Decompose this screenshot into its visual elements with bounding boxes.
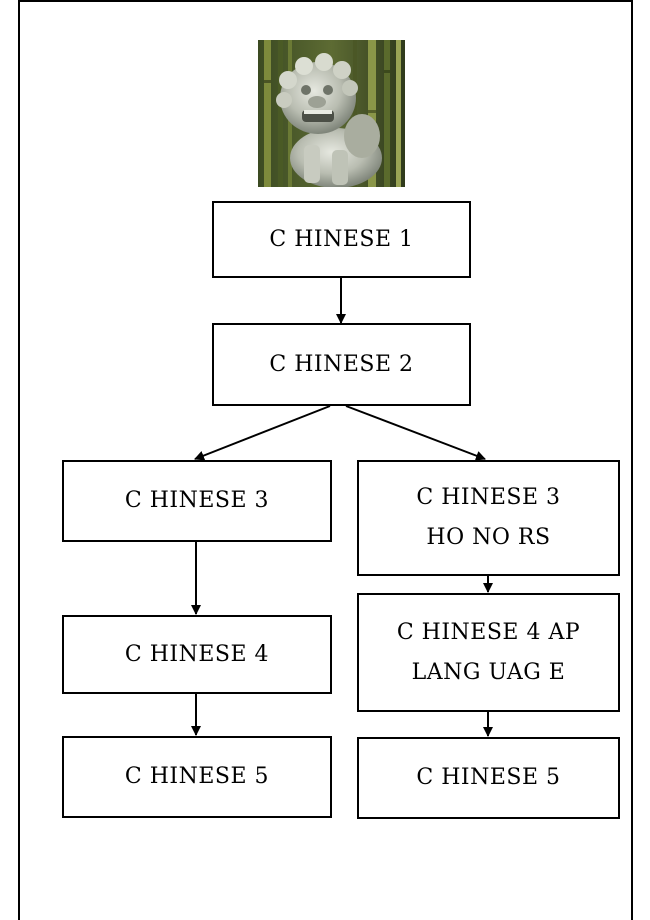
node-label-line2: LANG UAG E xyxy=(411,659,566,685)
node-chinese-5-right: C HINESE 5 xyxy=(357,737,620,819)
node-chinese-3-honors: C HINESE 3 HO NO RS xyxy=(357,460,620,576)
node-chinese-1: C HINESE 1 xyxy=(212,201,471,278)
node-chinese-4: C HINESE 4 xyxy=(62,615,332,694)
node-chinese-2: C HINESE 2 xyxy=(212,323,471,406)
node-label: C HINESE 5 xyxy=(124,764,270,789)
node-label-line1: C HINESE 4 AP xyxy=(396,619,581,645)
node-label-line2: HO NO RS xyxy=(426,525,551,550)
node-label: C HINESE 4 xyxy=(124,641,270,667)
guardian-lion-image xyxy=(258,40,405,187)
node-label: C HINESE 3 xyxy=(124,488,270,513)
node-label-line1: C HINESE 3 xyxy=(416,485,561,510)
node-chinese-3: C HINESE 3 xyxy=(62,460,332,542)
node-chinese-5-left: C HINESE 5 xyxy=(62,736,332,818)
node-label: C HINESE 2 xyxy=(269,351,414,377)
node-chinese-4-ap-language: C HINESE 4 AP LANG UAG E xyxy=(357,593,620,712)
diagram-frame xyxy=(18,0,633,920)
node-label: C HINESE 5 xyxy=(416,765,561,790)
node-label: C HINESE 1 xyxy=(269,226,414,252)
